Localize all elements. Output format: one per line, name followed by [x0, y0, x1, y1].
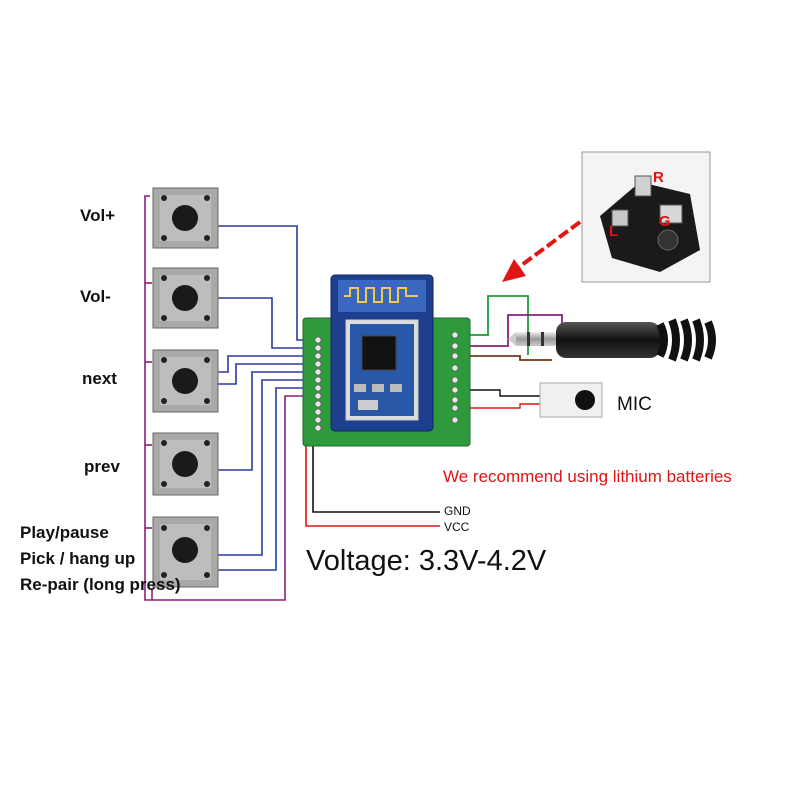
button-label-prev: prev [84, 457, 120, 476]
gnd-label: GND [444, 504, 471, 518]
wire-volminus [218, 297, 318, 349]
button-label-pick: Pick / hang up [20, 549, 136, 568]
button-label-repair: Re-pair (long press) [20, 575, 181, 594]
power-wires [305, 445, 440, 527]
button-label-volplus: Vol+ [80, 206, 116, 225]
button-volminus-icon [152, 267, 219, 329]
vcc-label: VCC [444, 520, 470, 534]
button-wires [144, 195, 318, 601]
recommendation-note: We recommend using lithium batteries [443, 467, 732, 486]
tactile-buttons [152, 187, 219, 588]
arrow-icon [502, 220, 582, 282]
voltage-label: Voltage: 3.3V-4.2V [306, 545, 547, 577]
button-label-play: Play/pause [20, 523, 109, 542]
bluetooth-module [330, 274, 434, 432]
chip-icon [361, 335, 397, 371]
jack-label-r: R [653, 169, 664, 186]
pcb-pins-right [451, 331, 459, 424]
wire-brown [455, 355, 552, 361]
wire-prev [218, 371, 318, 471]
antenna-icon [344, 287, 418, 303]
gnd-wire [312, 445, 440, 513]
pcb-pins-left [314, 336, 322, 432]
button-next-icon [152, 349, 219, 413]
mic-label: MIC [617, 394, 652, 415]
button-play-icon [152, 516, 219, 588]
jack-socket-photo [581, 151, 711, 283]
wire-next [218, 355, 318, 373]
vcc-wire [305, 445, 440, 527]
audio-plug-icon [508, 318, 716, 362]
jack-label-g: G [659, 213, 671, 230]
wire-play [218, 379, 318, 556]
button-prev-icon [152, 432, 219, 496]
button-volplus-icon [152, 187, 219, 249]
button-label-volminus: Vol- [80, 287, 111, 306]
jack-label-l: L [609, 223, 618, 240]
wire-common [144, 195, 318, 601]
microphone-icon [539, 382, 603, 418]
button-label-next: next [82, 369, 117, 388]
jack-letter-labels: R L G [609, 169, 671, 240]
